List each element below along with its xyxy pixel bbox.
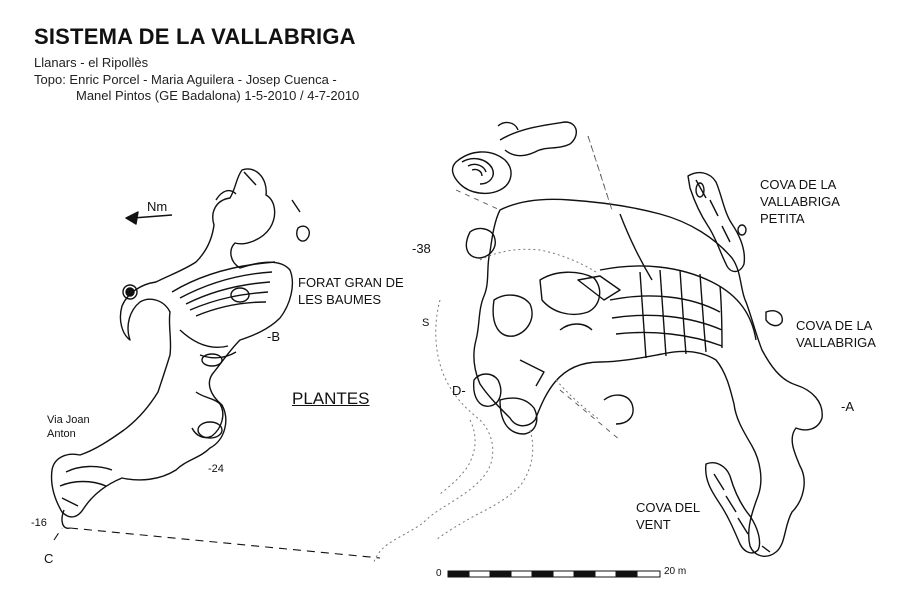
survey-credits-line-1: Topo: Enric Porcel - Maria Aguilera - Jo…	[34, 72, 337, 87]
depth-38: -38	[412, 241, 431, 256]
link-c-dashed	[53, 527, 381, 559]
depth-24: -24	[208, 463, 224, 475]
cova-petita-outline	[687, 171, 747, 273]
vallabriga-cave-outline	[451, 121, 823, 557]
scale-start-label: 0	[436, 568, 442, 579]
station-a: -A	[841, 399, 854, 414]
north-arrow-icon	[125, 211, 173, 225]
depth-16: -16	[31, 517, 47, 529]
station-c: C	[44, 551, 54, 566]
helper-dashed-lines	[455, 135, 621, 441]
scale-end-label: 20 m	[664, 566, 687, 577]
forat-gran-cave-outline	[50, 168, 310, 529]
station-b: -B	[267, 329, 280, 344]
label-cova-petita: COVA DE LA VALLABRIGA PETITA	[760, 177, 840, 226]
station-s: S	[422, 317, 430, 329]
label-cova-vent: COVA DEL VENT	[636, 500, 701, 532]
label-cova-vallabriga: COVA DE LA VALLABRIGA	[796, 318, 876, 350]
survey-credits-line-2: Manel Pintos (GE Badalona) 1-5-2010 / 4-…	[76, 88, 360, 103]
view-label-plantes: PLANTES	[292, 389, 370, 408]
north-label: Nm	[147, 199, 168, 214]
cova-vent-outline	[705, 462, 771, 554]
label-via-joan-anton: Via Joan Anton	[47, 414, 90, 440]
map-subtitle: Llanars - el Ripollès	[34, 55, 149, 70]
map-title: SISTEMA DE LA VALLABRIGA	[34, 24, 356, 49]
label-forat-gran: FORAT GRAN DE LES BAUMES	[298, 275, 404, 307]
scale-bar	[447, 570, 661, 578]
station-d: D-	[452, 383, 466, 398]
